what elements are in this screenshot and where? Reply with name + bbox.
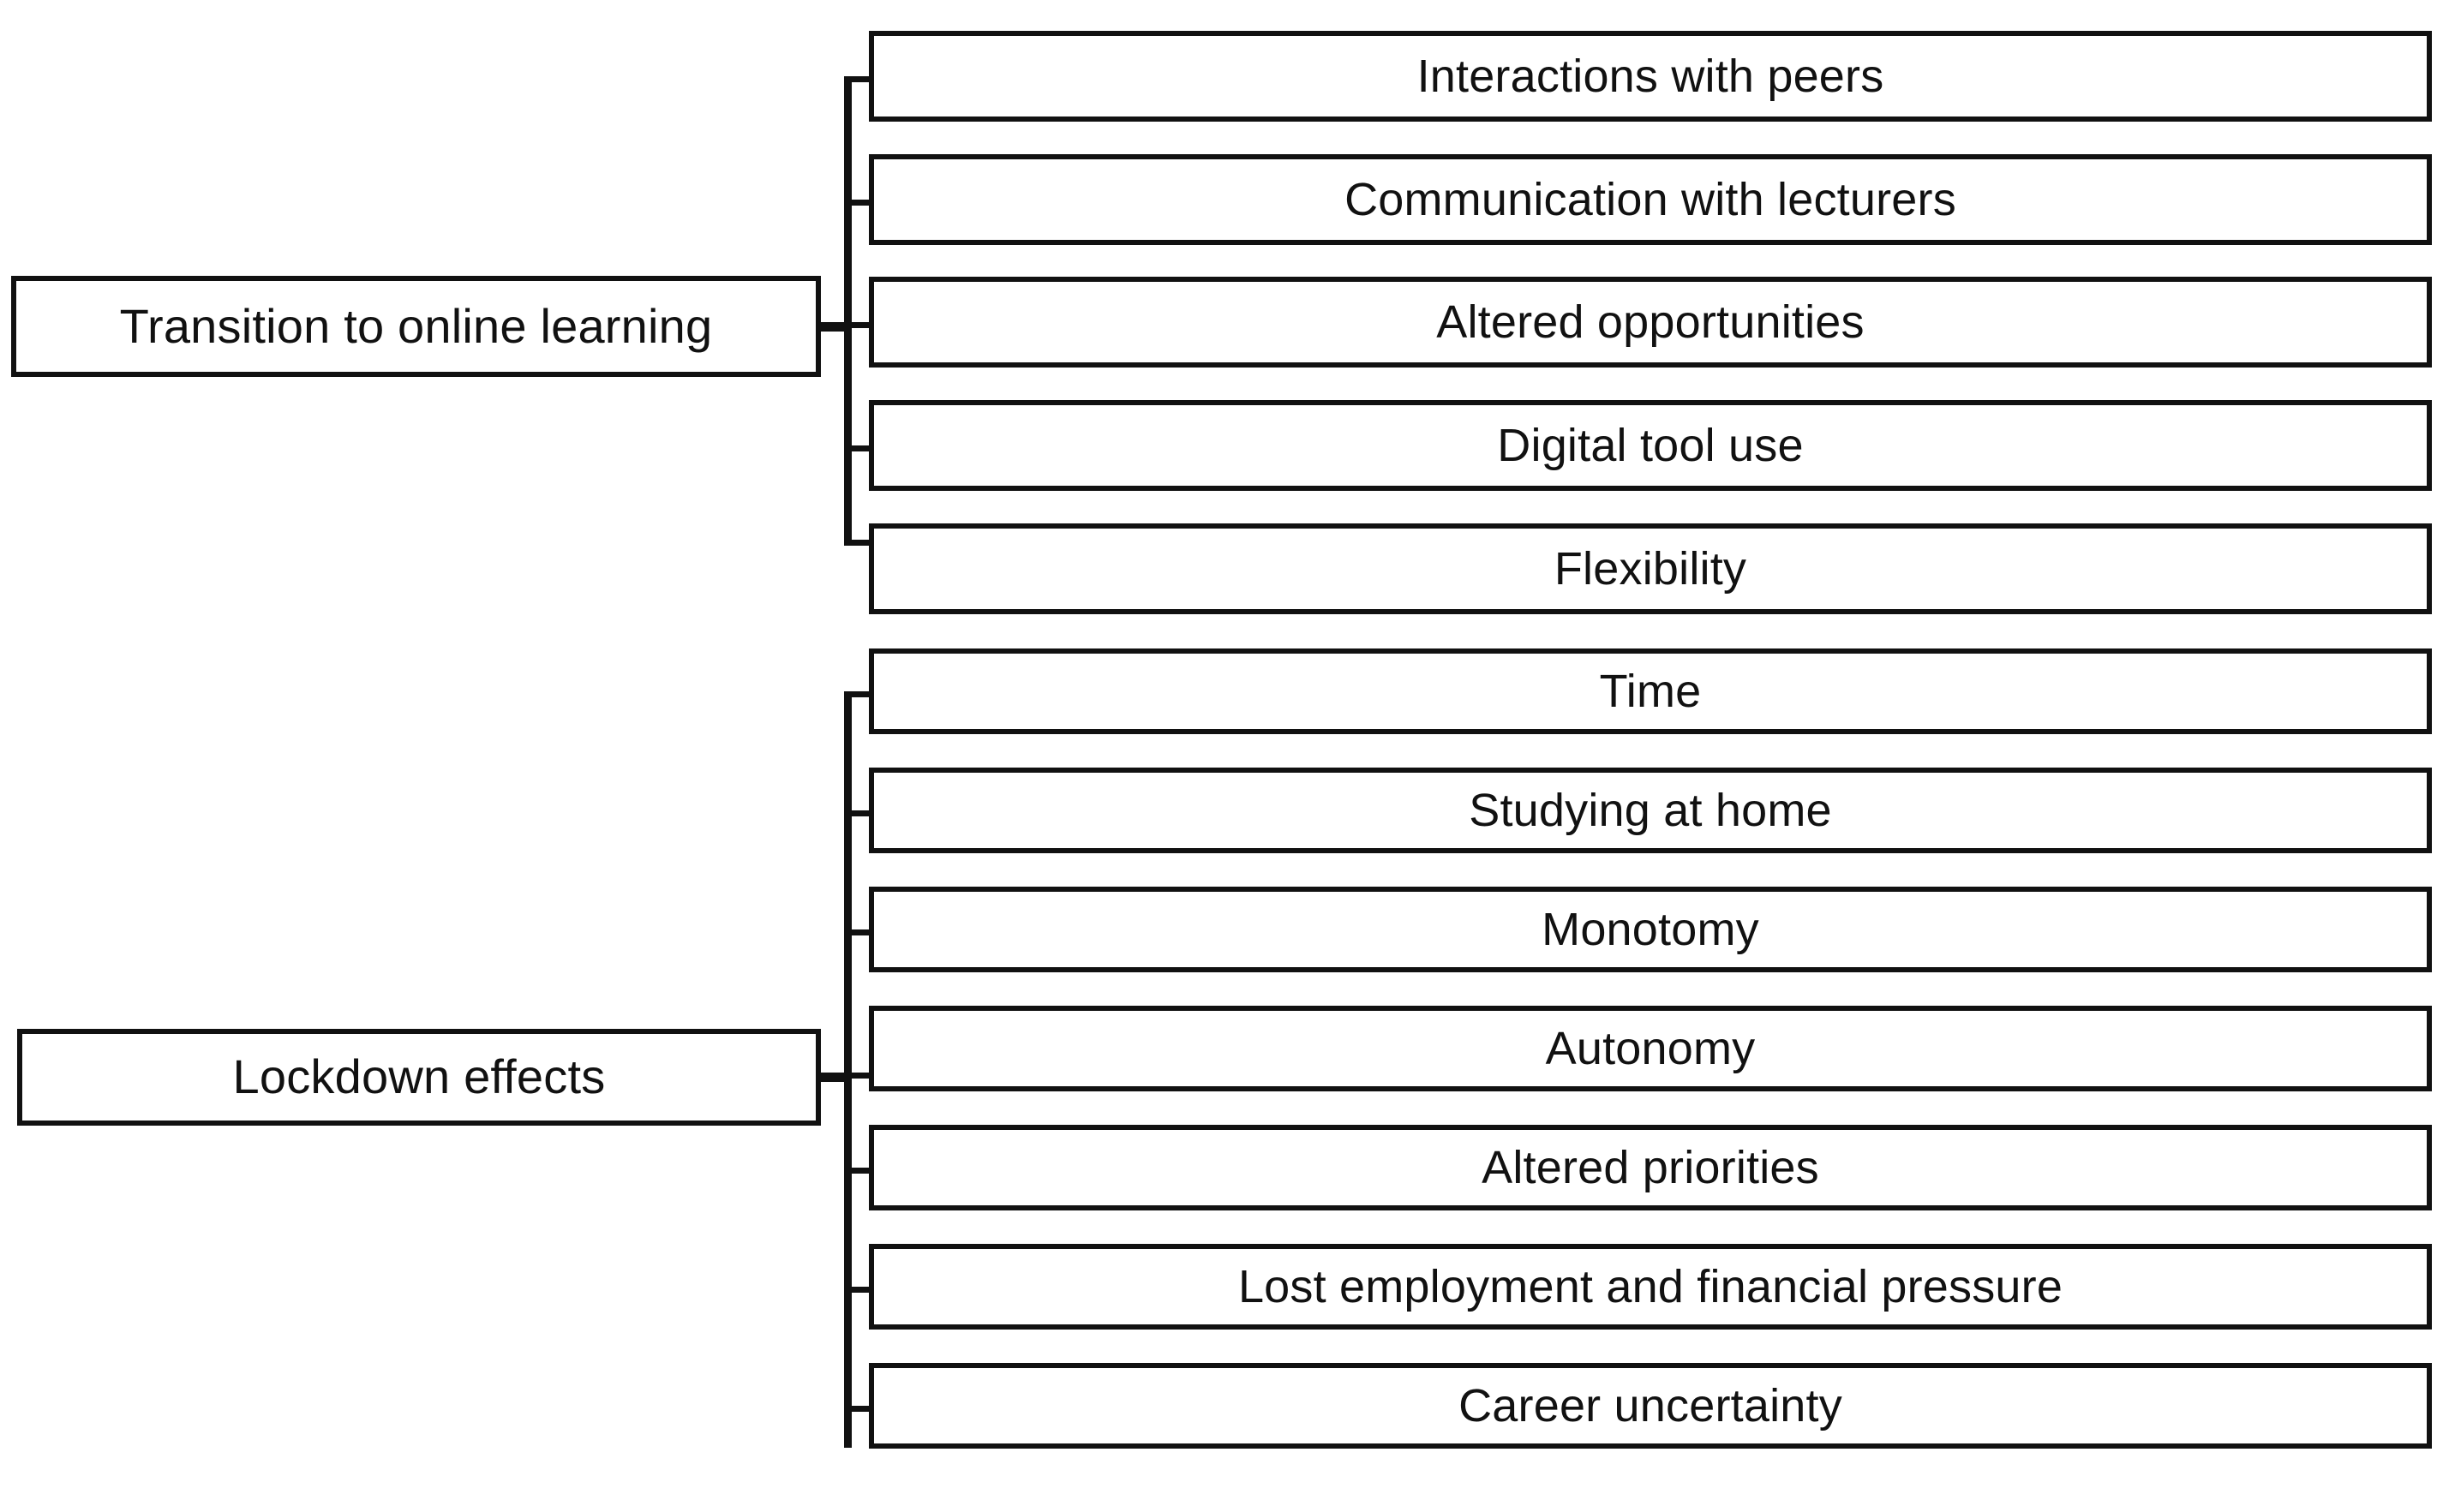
connector-stub-child-3 [844, 929, 871, 935]
connector-stub-child-4 [844, 1073, 871, 1079]
child-node-interactions-with-peers[interactable]: Interactions with peers [869, 31, 2432, 122]
parent-node-lockdown-effects[interactable]: Lockdown effects [17, 1029, 821, 1126]
child-node-label: Altered priorities [1482, 1141, 1819, 1193]
child-node-career-uncertainty[interactable]: Career uncertainty [869, 1363, 2432, 1449]
connector-parent-stub-transition [821, 322, 850, 332]
child-node-label: Studying at home [1469, 784, 1832, 836]
child-node-label: Autonomy [1545, 1022, 1756, 1074]
connector-spine-transition [844, 79, 852, 543]
child-node-communication-with-lecturers[interactable]: Communication with lecturers [869, 154, 2432, 245]
child-node-label: Time [1599, 665, 1702, 717]
child-node-label: Career uncertainty [1458, 1379, 1842, 1431]
child-node-label: Communication with lecturers [1344, 173, 1956, 225]
child-node-autonomy[interactable]: Autonomy [869, 1006, 2432, 1091]
connector-stub-child-2 [844, 200, 871, 206]
parent-node-transition-to-online-learning[interactable]: Transition to online learning [11, 276, 821, 377]
connector-stub-child-1 [844, 76, 871, 82]
child-node-time[interactable]: Time [869, 648, 2432, 734]
connector-stub-child-2 [844, 810, 871, 816]
child-node-flexibility[interactable]: Flexibility [869, 523, 2432, 614]
parent-node-label: Lockdown effects [232, 1049, 606, 1104]
child-node-studying-at-home[interactable]: Studying at home [869, 768, 2432, 853]
connector-stub-child-7 [844, 1406, 871, 1412]
child-node-altered-opportunities[interactable]: Altered opportunities [869, 277, 2432, 368]
child-node-label: Monotomy [1542, 903, 1759, 955]
child-node-label: Lost employment and financial pressure [1237, 1260, 2063, 1312]
connector-spine-lockdown [844, 694, 852, 1448]
connector-stub-child-1 [844, 691, 871, 697]
child-node-monotomy[interactable]: Monotomy [869, 887, 2432, 972]
child-node-altered-priorities[interactable]: Altered priorities [869, 1125, 2432, 1210]
parent-node-label: Transition to online learning [119, 298, 713, 353]
connector-stub-child-5 [844, 540, 871, 546]
connector-stub-child-4 [844, 445, 871, 451]
child-node-label: Interactions with peers [1416, 50, 1884, 102]
connector-parent-stub-lockdown [821, 1073, 850, 1082]
child-node-label: Flexibility [1554, 542, 1747, 595]
connector-stub-child-6 [844, 1287, 871, 1293]
child-node-digital-tool-use[interactable]: Digital tool use [869, 400, 2432, 491]
child-node-label: Altered opportunities [1436, 296, 1865, 348]
child-node-lost-employment-and-financial-pressure[interactable]: Lost employment and financial pressure [869, 1244, 2432, 1330]
child-node-label: Digital tool use [1497, 419, 1804, 471]
connector-stub-child-5 [844, 1168, 871, 1174]
connector-stub-child-3 [844, 322, 871, 328]
